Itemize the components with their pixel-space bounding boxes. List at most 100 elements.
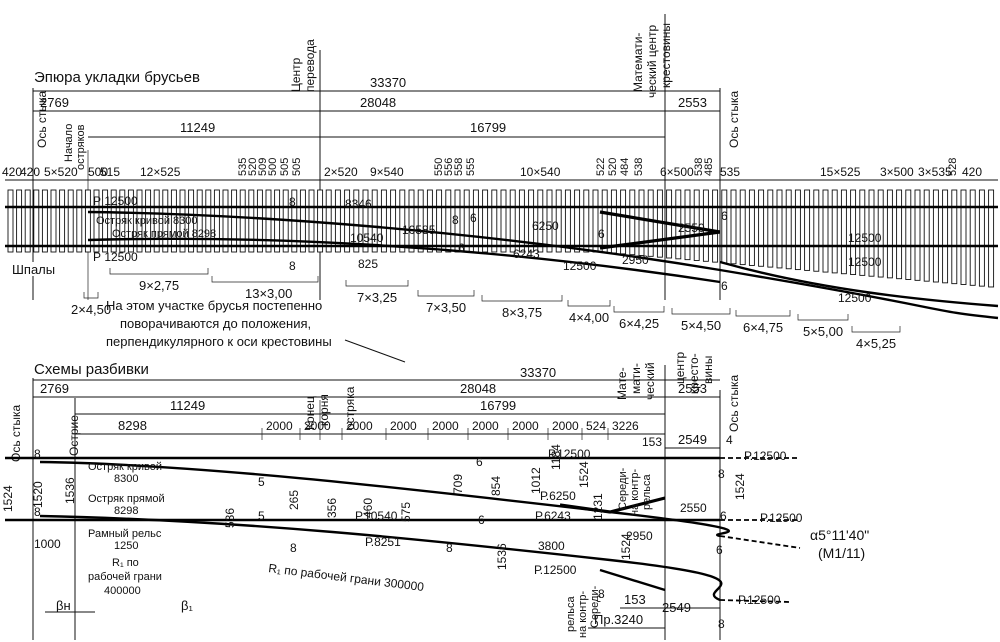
scheme-gauge: 536 — [223, 508, 237, 528]
sleeper — [785, 189, 792, 270]
beam-group-label: 6×4,25 — [619, 316, 659, 331]
scheme-rail-label-10: 3800 — [538, 539, 565, 553]
spacing-label: 420 — [2, 165, 22, 179]
epure-frog-1 — [599, 210, 721, 234]
sleeper — [886, 189, 893, 279]
sleeper — [804, 189, 811, 271]
sleeper — [390, 189, 397, 253]
sleeper — [16, 189, 23, 253]
spacing-label: 5×520 — [44, 165, 78, 179]
sleeper — [767, 189, 774, 268]
spacing-label: 558 — [453, 158, 465, 176]
spacing-label: 10×540 — [520, 165, 561, 179]
scheme-gauge: 1184 — [549, 444, 563, 470]
epure-rail-curve-inner — [87, 237, 721, 284]
sleeper — [41, 189, 48, 253]
beam-group-bracket — [671, 308, 731, 315]
beam-group-label: 4×5,25 — [856, 336, 896, 351]
spacing-label: 12×525 — [140, 165, 181, 179]
spacing-label: 520 — [247, 158, 259, 176]
scheme-span-label: 2000 — [552, 419, 579, 433]
scheme-gauge: 1524 — [577, 461, 591, 488]
sleeper — [721, 189, 728, 264]
scheme-number: 6 — [478, 513, 485, 527]
dim-right: 2553 — [678, 95, 707, 110]
sleeper — [905, 189, 912, 280]
spacing-label: 6×500 — [660, 165, 694, 179]
switch-center-label-2: перевода — [303, 39, 317, 92]
scheme-number: 8 — [598, 587, 605, 601]
sleeper — [84, 189, 91, 253]
sleeper — [231, 189, 238, 253]
scheme-gauge: 709 — [451, 474, 465, 494]
sleeper — [213, 189, 220, 253]
beam-group-label: 5×5,00 — [803, 324, 843, 339]
scheme-rail-label-3: Р.10540 — [355, 509, 398, 523]
scheme-frog-1: центр — [673, 351, 687, 384]
scheme-r1-2: рабочей грани — [88, 571, 162, 583]
epure-num-6-e: 6 — [721, 279, 728, 293]
sleeper — [371, 189, 378, 253]
scheme-r1-3: 400000 — [104, 585, 141, 597]
sleeper — [93, 189, 100, 253]
math-center-label-3: крестовины — [659, 23, 673, 88]
epure-num-6-b: 6 — [458, 241, 465, 255]
spacing-label: 556 — [443, 158, 455, 176]
beam-group-label: 7×3,25 — [357, 290, 397, 305]
sleeper — [119, 189, 126, 253]
note-leader — [344, 339, 406, 363]
sleeper — [555, 189, 562, 253]
sleeper — [693, 189, 700, 261]
sleeper — [170, 189, 177, 253]
spacing-label: 515 — [100, 165, 120, 179]
sleeper — [932, 189, 939, 283]
sleeper — [537, 189, 544, 253]
epure-frog-2 — [599, 230, 721, 250]
sleeper — [988, 189, 995, 288]
beam-group-bracket — [735, 310, 791, 317]
sleeper — [739, 189, 746, 266]
scheme-straight-point-1: Остряк прямой — [88, 493, 165, 505]
sleeper — [344, 189, 351, 253]
epure-label-curved-point: Остряк кривой 8300 — [96, 215, 198, 227]
epure-num-8-b: 8 — [289, 259, 296, 273]
scheme-number: 6 — [720, 509, 727, 523]
epure-label-r12500-bottom: Р 12500 — [93, 250, 138, 264]
joint-axis-label-right-top: Ось стыка — [727, 90, 741, 148]
scheme-title: Схемы разбивки — [34, 361, 149, 378]
sleeper — [76, 189, 83, 253]
scheme-gauge: 265 — [287, 490, 301, 510]
scheme-span-label: 2000 — [472, 419, 499, 433]
sleeper — [59, 189, 66, 253]
scheme-bottom-153: 153 — [624, 592, 646, 607]
joint-axis-label-top: Ось стыка — [35, 90, 49, 148]
sleeper — [859, 189, 866, 276]
scheme-number: 5 — [258, 475, 265, 489]
sleeper — [610, 189, 617, 254]
epure-rail-curve-outer — [87, 210, 999, 320]
sleeper — [629, 189, 636, 256]
dim-b: 16799 — [470, 120, 506, 135]
sleeper — [334, 189, 341, 253]
epure-label-12500-a: 12500 — [563, 259, 597, 273]
epure-label-2950: 2950 — [622, 253, 649, 267]
sleeper — [33, 189, 40, 253]
sleeper — [712, 189, 719, 263]
epure-num-8-a: 8 — [289, 195, 296, 209]
sleeper — [445, 189, 452, 253]
spacing-label: 509 — [257, 158, 269, 176]
scheme-joint-axis-right: Ось стыка — [727, 374, 741, 432]
scheme-span-label: 2000 — [266, 419, 293, 433]
scheme-mid-guard-1-a: Середи- — [589, 585, 601, 628]
scheme-stock-rail-2: 1250 — [114, 540, 138, 552]
scheme-stock-rail-1: Рамный рельс — [88, 528, 162, 540]
beam-group-label: 6×4,75 — [743, 320, 783, 335]
sleeper — [813, 189, 820, 272]
note-line-1: На этом участке брусья постепенно — [106, 298, 322, 313]
spacing-label: 420 — [962, 165, 982, 179]
scheme-rail-label-12: 2550 — [680, 501, 707, 515]
sleeper — [638, 189, 645, 256]
scheme-math-3: ческий — [643, 362, 657, 400]
